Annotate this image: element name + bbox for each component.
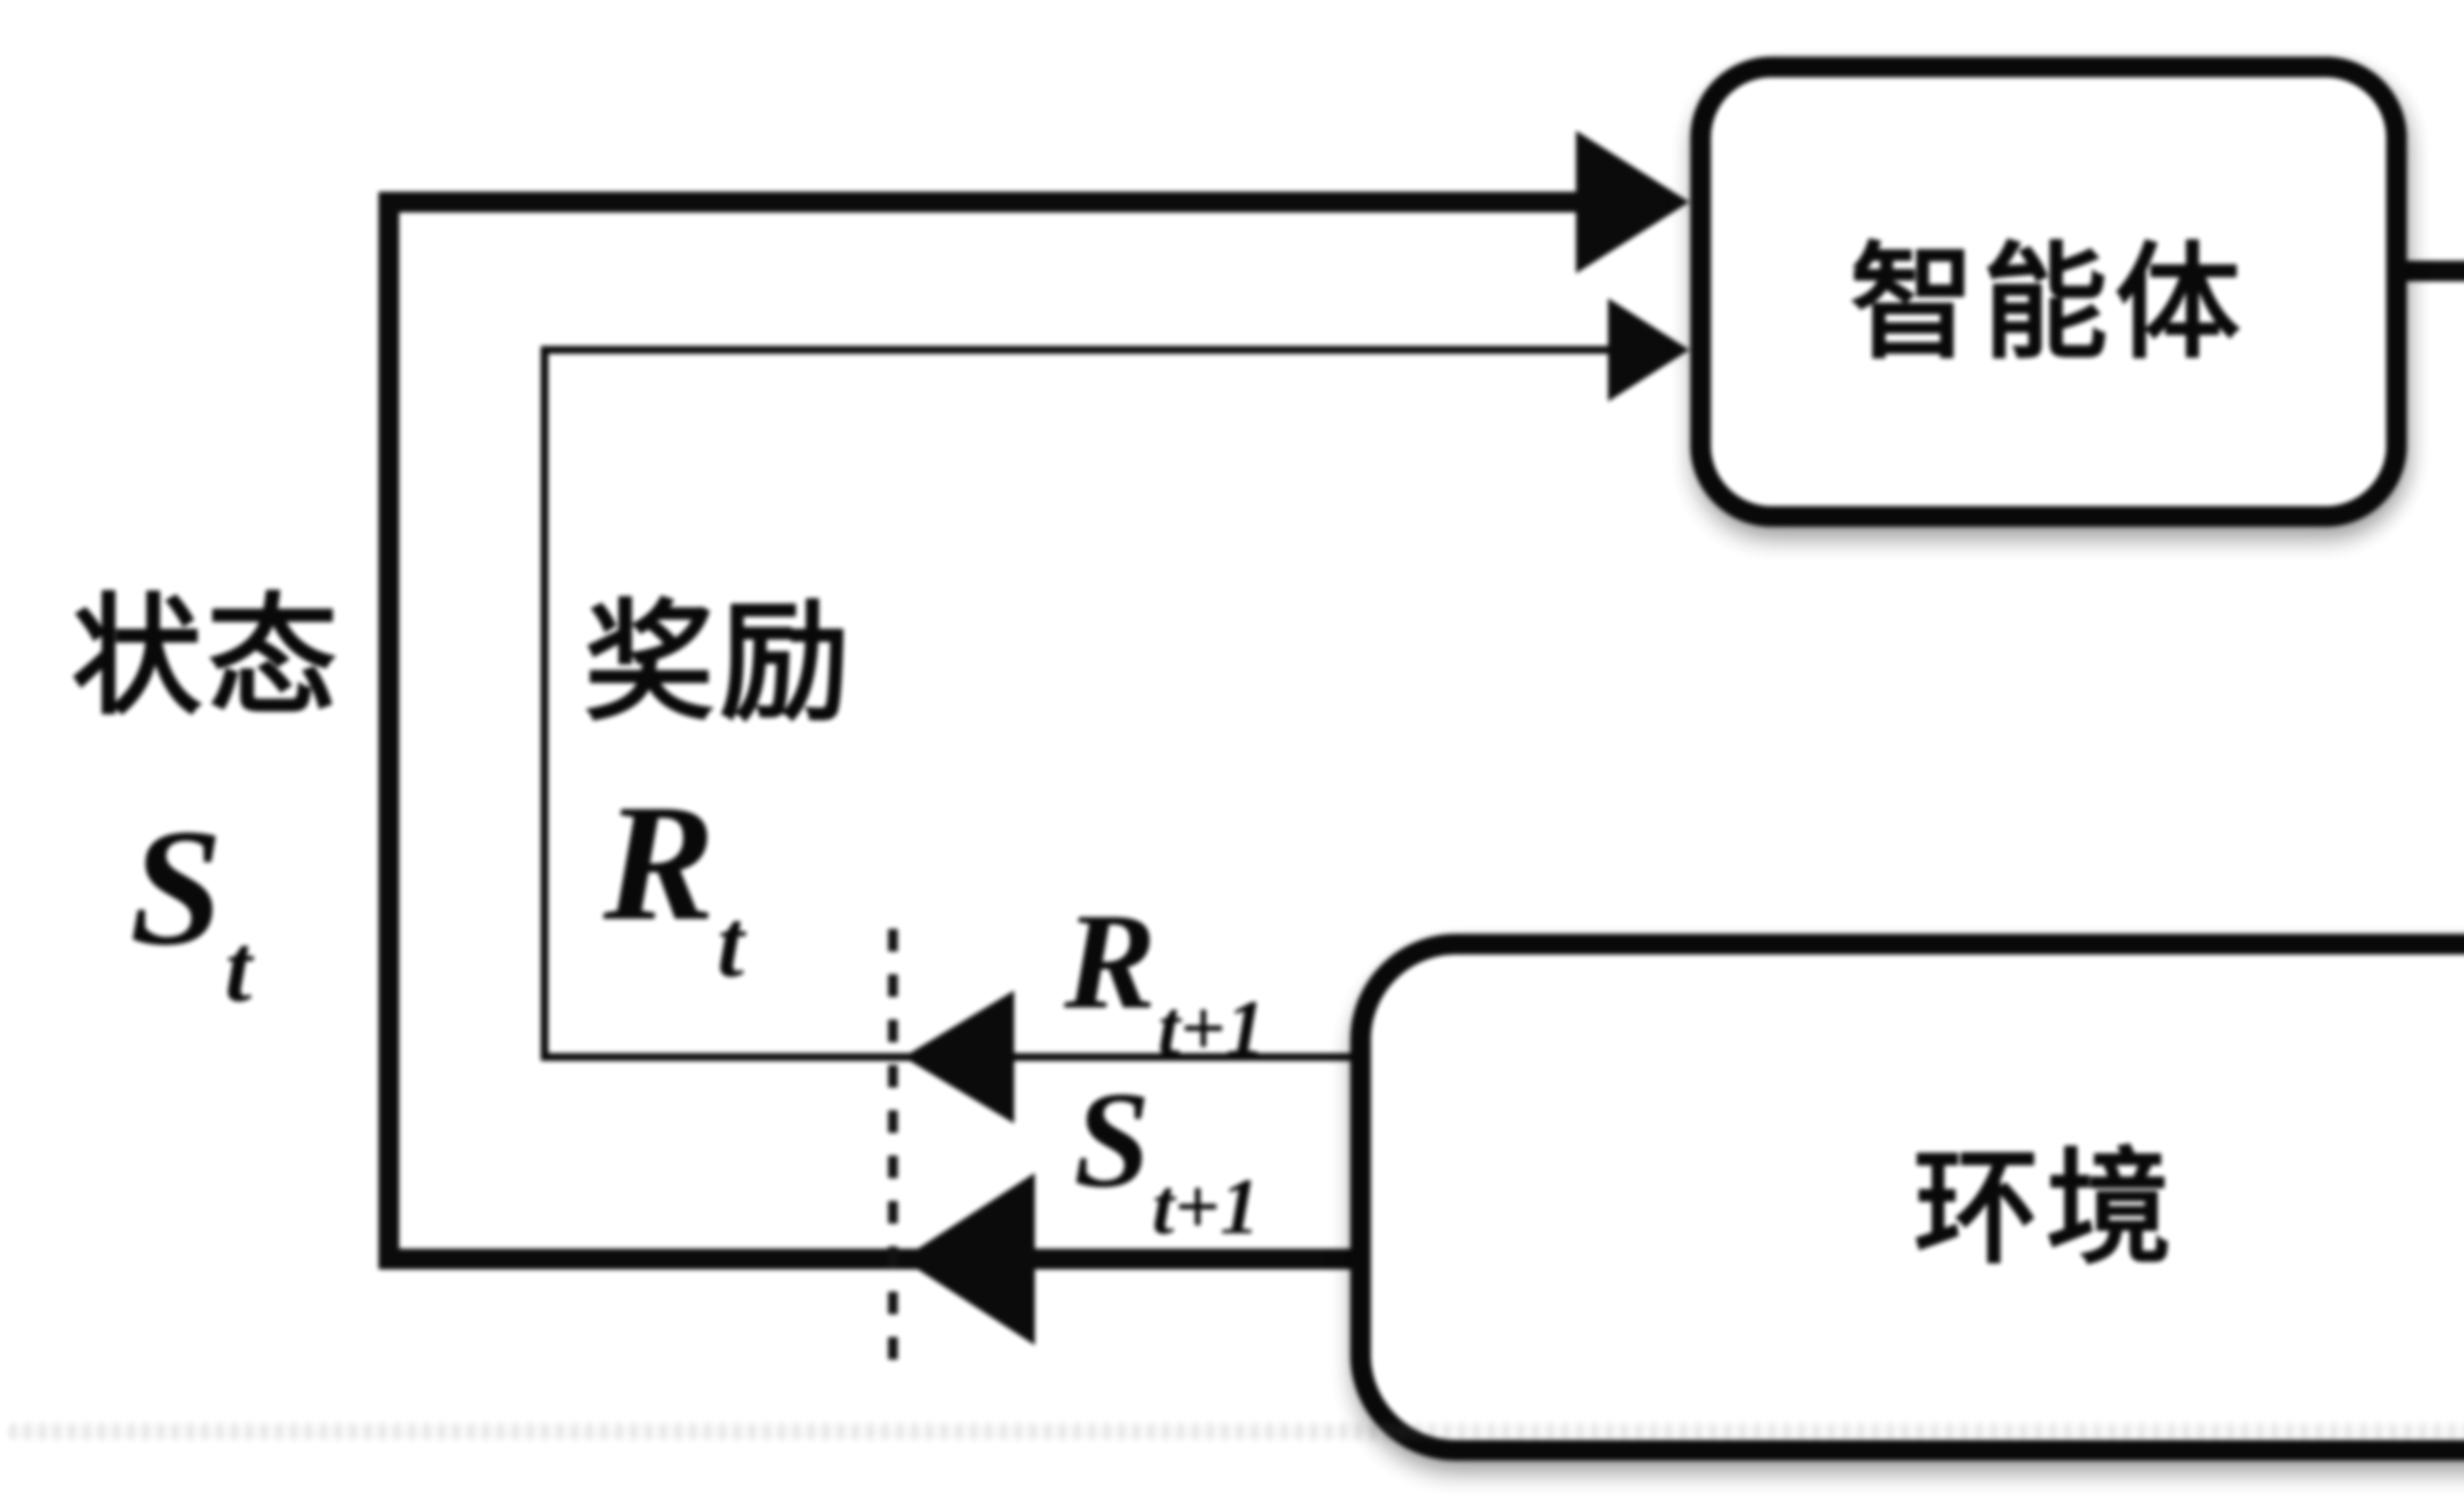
reward-line-top: [541, 346, 1608, 354]
state-to-agent-arrowhead-icon: [1576, 131, 1689, 273]
environment-node-label: 环境: [1913, 1140, 2179, 1279]
state-symbol-base: S: [130, 794, 223, 980]
reward-next-symbol-base: R: [1064, 884, 1156, 1038]
time-boundary-dashed-line: [888, 929, 898, 1380]
reward-to-agent-arrowhead-icon: [1608, 298, 1689, 402]
state-line-top: [378, 192, 1576, 212]
state-next-symbol-base: S: [1073, 1062, 1151, 1216]
state-label-cn: 状态: [71, 586, 342, 731]
state-line-vertical: [378, 192, 399, 1269]
agent-node-label: 智能体: [1849, 235, 2248, 374]
reward-label-cn: 奖励: [584, 592, 855, 737]
scan-artifact-strip: [10, 1423, 2464, 1440]
environment-node: 环境: [1350, 934, 2464, 1461]
state-symbol-sub: t: [225, 914, 252, 1022]
state-next-arrowhead-icon: [902, 1173, 1035, 1345]
reward-symbol: Rt: [603, 766, 744, 992]
state-symbol: St: [130, 791, 252, 1017]
reward-symbol-sub: t: [717, 889, 744, 997]
reward-symbol-base: R: [603, 769, 715, 956]
state-line-bottom: [378, 1249, 1369, 1269]
agent-node: 智能体: [1690, 57, 2407, 527]
reward-next-symbol: Rt+1: [1064, 882, 1266, 1068]
state-next-symbol-sub: t+1: [1152, 1162, 1260, 1251]
reward-next-arrowhead-icon: [903, 991, 1014, 1124]
reward-line-vertical: [541, 346, 548, 1061]
state-next-symbol: St+1: [1073, 1060, 1260, 1247]
reward-next-symbol-sub: t+1: [1158, 984, 1266, 1073]
